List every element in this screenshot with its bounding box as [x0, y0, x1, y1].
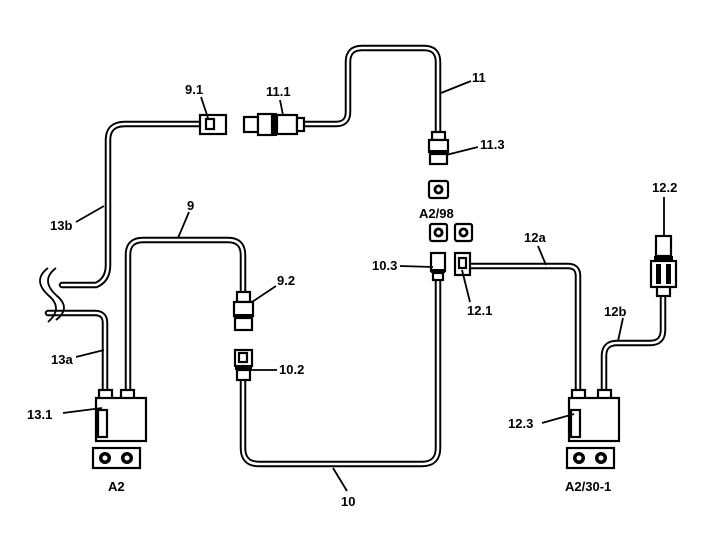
- label-12a: 12a: [524, 230, 546, 245]
- connector-11-1: [242, 112, 306, 137]
- label-12-2: 12.2: [652, 180, 677, 195]
- label-13b: 13b: [50, 218, 72, 233]
- label-10-3: 10.3: [372, 258, 397, 273]
- label-11-1: 11.1: [266, 84, 291, 99]
- label-12-3: 12.3: [508, 416, 533, 431]
- plug-a2-icon: [91, 446, 142, 470]
- label-12-1: 12.1: [467, 303, 492, 318]
- cable-break-marks: [39, 267, 65, 323]
- label-9-2: 9.2: [277, 273, 295, 288]
- label-a2: A2: [108, 479, 125, 494]
- cable-12b: [600, 292, 667, 396]
- connector-9-1: [198, 113, 228, 136]
- module-13-1: [94, 388, 148, 443]
- cable-13a: [44, 309, 109, 396]
- connector-10-2: [233, 348, 254, 382]
- label-a2-98: A2/98: [419, 206, 454, 221]
- label-11-3: 11.3: [480, 137, 505, 152]
- plug-a2-30-1-icon: [565, 446, 616, 470]
- socket-a2-98-icon: [427, 179, 450, 200]
- module-12-3: [567, 388, 621, 443]
- leader-lines: [62, 80, 665, 492]
- label-10-2: 10.2: [279, 362, 304, 377]
- cable-13b: [58, 120, 204, 289]
- label-11: 11: [472, 70, 486, 85]
- socket-10-3-icon: [428, 222, 449, 243]
- connector-12-2: [649, 234, 678, 298]
- label-9: 9: [187, 198, 194, 213]
- label-a2-30-1: A2/30-1: [565, 479, 611, 494]
- connector-11-3: [427, 130, 450, 166]
- connector-9-2: [232, 290, 255, 332]
- connector-12-1: [453, 251, 472, 277]
- cable-12a: [466, 262, 582, 396]
- socket-12-1-icon: [453, 222, 474, 243]
- cable-9: [124, 236, 247, 396]
- cable-10: [239, 276, 442, 468]
- label-13-1: 13.1: [27, 407, 52, 422]
- label-12b: 12b: [604, 304, 626, 319]
- cable-11: [300, 44, 442, 137]
- label-13a: 13a: [51, 352, 73, 367]
- connector-10-3: [429, 251, 447, 282]
- label-9-1: 9.1: [185, 82, 203, 97]
- label-10: 10: [341, 494, 355, 509]
